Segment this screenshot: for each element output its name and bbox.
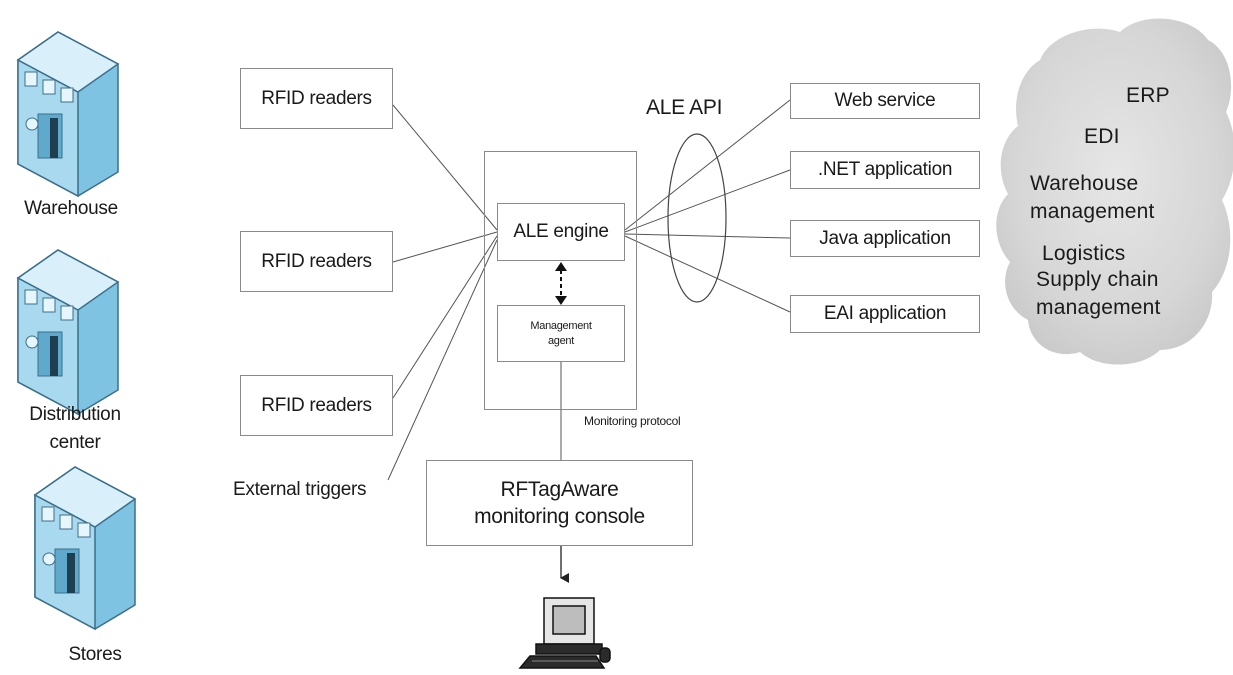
external-triggers-label: External triggers bbox=[233, 479, 367, 500]
rfid-readers-box-3: RFID readers bbox=[240, 375, 393, 436]
rfid-readers-label: RFID readers bbox=[261, 250, 372, 272]
warehouse-management-label-line2: management bbox=[1030, 200, 1155, 223]
ale-server-container bbox=[484, 151, 637, 410]
console-label-line1: RFTagAware bbox=[500, 478, 619, 501]
net-application-box: .NET application bbox=[790, 151, 980, 189]
api-connectors bbox=[624, 99, 791, 313]
ale-api-label: ALE API bbox=[646, 96, 723, 119]
computer-icon bbox=[518, 597, 611, 669]
distribution-center-label-line2: center bbox=[49, 432, 101, 453]
edi-label: EDI bbox=[1084, 125, 1120, 148]
supply-chain-label-line1: Supply chain bbox=[1036, 268, 1159, 291]
distribution-center-label-line1: Distribution bbox=[29, 404, 121, 425]
reader-connectors bbox=[387, 104, 498, 481]
supply-chain-label-line2: management bbox=[1036, 296, 1161, 319]
net-application-label: .NET application bbox=[817, 159, 953, 180]
management-agent-box: Management agent bbox=[497, 305, 625, 362]
web-service-box: Web service bbox=[790, 83, 980, 119]
building-icon-distribution-center bbox=[16, 249, 120, 416]
eai-application-label: EAI application bbox=[823, 303, 947, 324]
logistics-label: Logistics bbox=[1042, 242, 1126, 265]
ale-engine-label: ALE engine bbox=[513, 221, 609, 242]
ale-api-ellipse bbox=[667, 133, 727, 303]
stores-label: Stores bbox=[68, 644, 122, 665]
rfid-readers-box-2: RFID readers bbox=[240, 231, 393, 292]
enterprise-cloud-shape bbox=[996, 18, 1233, 365]
rfid-readers-label: RFID readers bbox=[261, 87, 372, 109]
java-application-label: Java application bbox=[819, 227, 951, 249]
warehouse-management-label-line1: Warehouse bbox=[1030, 172, 1139, 195]
rfid-readers-box-1: RFID readers bbox=[240, 68, 393, 129]
java-application-box: Java application bbox=[790, 220, 980, 257]
warehouse-label: Warehouse bbox=[24, 198, 118, 219]
monitoring-protocol-label: Monitoring protocol bbox=[584, 414, 681, 428]
engine-agent-arrow bbox=[555, 262, 567, 305]
building-icon-stores bbox=[33, 466, 137, 631]
building-icon-warehouse bbox=[16, 31, 120, 198]
erp-label: ERP bbox=[1126, 84, 1170, 107]
ale-engine-box: ALE engine bbox=[497, 203, 625, 261]
monitoring-console-box: RFTagAware monitoring console bbox=[426, 460, 693, 546]
management-agent-label-line1: Management bbox=[530, 319, 592, 332]
rfid-readers-label: RFID readers bbox=[261, 394, 372, 416]
console-label-line2: monitoring console bbox=[474, 505, 645, 528]
eai-application-box: EAI application bbox=[790, 295, 980, 333]
web-service-label: Web service bbox=[834, 90, 936, 111]
management-agent-label-line2: agent bbox=[547, 334, 575, 347]
